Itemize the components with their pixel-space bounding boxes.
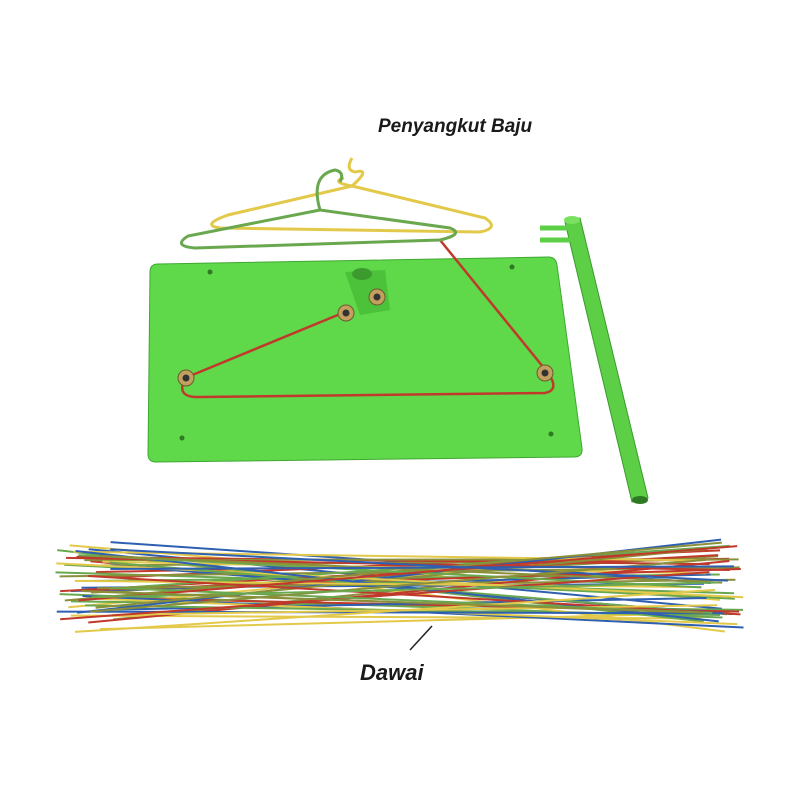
wire-bundle <box>55 538 744 633</box>
wire-strand <box>110 565 734 570</box>
wire-strand <box>99 611 729 631</box>
wire-label: Dawai <box>360 660 424 685</box>
wire-label-pointer <box>409 625 433 651</box>
wire-strand <box>88 575 741 616</box>
wire-strand <box>74 588 716 633</box>
hanger-label: Penyangkut Baju <box>378 116 533 137</box>
wire-strand <box>95 547 708 609</box>
wire-strand <box>78 545 738 602</box>
clothes-hangers <box>180 157 493 250</box>
pegs <box>177 288 554 387</box>
green-base-plate <box>147 256 583 463</box>
wire-strand <box>60 571 710 621</box>
wire-strand <box>90 558 707 613</box>
wire-strand <box>81 589 704 614</box>
stand-pole <box>540 216 649 504</box>
wire-strand <box>78 554 702 589</box>
red-wire-frame <box>180 239 555 399</box>
wire-strand <box>110 548 728 582</box>
